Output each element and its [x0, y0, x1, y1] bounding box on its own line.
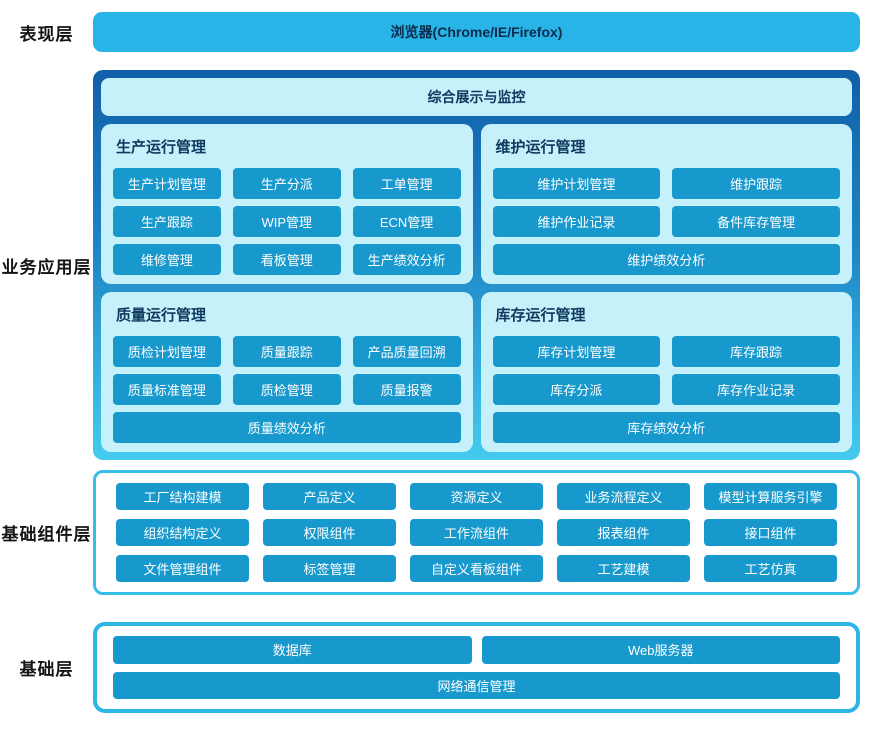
base-button: Web服务器 — [481, 636, 840, 664]
business-application-box: 综合展示与监控 生产运行管理生产计划管理生产分派工单管理生产跟踪 WIP管理 ECN… — [93, 70, 860, 460]
base-button: 数据库 — [113, 636, 472, 664]
module-button: 产品质量回溯 — [352, 336, 461, 367]
presentation-layer-content: 浏览器(Chrome/IE/Firefox) — [93, 12, 860, 52]
panel-title-inventory: 库存运行管理 — [495, 307, 586, 324]
module-button: 库存分派 — [492, 374, 661, 405]
component-box: 工厂结构建模产品定义资源定义业务流程定义模型计算服务引擎组织结构定义权限组件工作… — [93, 470, 860, 595]
module-button: 维修管理 — [113, 244, 221, 275]
layer-label-business: 业务应用层 — [1, 257, 92, 277]
panel-quality: 质量运行管理质检计划管理质量跟踪产品质量回溯质量标准管理质检管理质量报警质量绩效… — [101, 292, 473, 452]
business-panels: 生产运行管理生产计划管理生产分派工单管理生产跟踪 WIP管理 ECN管理维修管理看板… — [101, 124, 852, 452]
panel-title-maintenance: 维护运行管理 — [495, 139, 586, 156]
module-button: 生产计划管理 — [113, 168, 221, 199]
base-box: 数据库 Web服务器网络通信管理 — [93, 622, 860, 713]
layer-label-presentation: 表现层 — [19, 24, 74, 44]
base-grid: 数据库 Web服务器网络通信管理 — [113, 636, 840, 699]
module-button: 质量标准管理 — [113, 374, 221, 405]
component-button: 接口组件 — [704, 519, 837, 546]
browser-bar: 浏览器(Chrome/IE/Firefox) — [93, 12, 860, 52]
module-button: 质量跟踪 — [232, 336, 341, 367]
component-button: 工艺仿真 — [704, 555, 837, 582]
base-layer-row: 基础层 数据库 Web服务器网络通信管理 — [0, 622, 876, 713]
dashboard-monitor-header: 综合展示与监控 — [101, 78, 852, 116]
module-button: 质检管理 — [232, 374, 341, 405]
module-button: 生产绩效分析 — [352, 244, 461, 275]
module-button: 质量报警 — [352, 374, 461, 405]
component-button: 工作流组件 — [410, 519, 543, 546]
panel-button-grid-maintenance: 维护计划管理维护跟踪维护作业记录备件库存管理维护绩效分析 — [492, 168, 840, 275]
module-button: 维护跟踪 — [672, 168, 840, 199]
component-button: 产品定义 — [263, 483, 396, 510]
panel-maintenance: 维护运行管理维护计划管理维护跟踪维护作业记录备件库存管理维护绩效分析 — [480, 124, 852, 284]
base-layer-content: 数据库 Web服务器网络通信管理 — [93, 622, 860, 713]
component-button: 资源定义 — [410, 483, 543, 510]
layer-label-components: 基础组件层 — [1, 525, 92, 544]
module-button: 维护作业记录 — [492, 206, 661, 237]
panel-button-grid-inventory: 库存计划管理库存跟踪库存分派库存作业记录库存绩效分析 — [492, 336, 840, 443]
component-button: 自定义看板组件 — [410, 555, 543, 582]
panel-title-quality: 质量运行管理 — [116, 307, 207, 324]
layer-label-base: 基础层 — [19, 660, 74, 679]
component-grid: 工厂结构建模产品定义资源定义业务流程定义模型计算服务引擎组织结构定义权限组件工作… — [116, 483, 837, 582]
panel-inventory: 库存运行管理库存计划管理库存跟踪库存分派库存作业记录库存绩效分析 — [480, 292, 852, 452]
module-button: 看板管理 — [232, 244, 341, 275]
component-button: 标签管理 — [263, 555, 396, 582]
module-button: 生产跟踪 — [113, 206, 221, 237]
component-button: 组织结构定义 — [116, 519, 249, 546]
module-button: 维护绩效分析 — [492, 244, 840, 275]
base-button: 网络通信管理 — [113, 671, 840, 699]
module-button: 库存跟踪 — [672, 336, 840, 367]
panel-production: 生产运行管理生产计划管理生产分派工单管理生产跟踪 WIP管理 ECN管理维修管理看板… — [101, 124, 473, 284]
components-layer-content: 工厂结构建模产品定义资源定义业务流程定义模型计算服务引擎组织结构定义权限组件工作… — [93, 470, 860, 595]
module-button: WIP管理 — [232, 206, 341, 237]
component-button: 模型计算服务引擎 — [704, 483, 837, 510]
module-button: 库存绩效分析 — [492, 412, 840, 443]
module-button: 备件库存管理 — [672, 206, 840, 237]
module-button: 工单管理 — [352, 168, 461, 199]
component-button: 文件管理组件 — [116, 555, 249, 582]
module-button: 库存作业记录 — [672, 374, 840, 405]
presentation-layer-row: 表现层 浏览器(Chrome/IE/Firefox) — [0, 12, 876, 52]
panel-button-grid-quality: 质检计划管理质量跟踪产品质量回溯质量标准管理质检管理质量报警质量绩效分析 — [113, 336, 461, 443]
module-button: 库存计划管理 — [492, 336, 661, 367]
component-button: 业务流程定义 — [557, 483, 690, 510]
component-button: 工艺建模 — [557, 555, 690, 582]
module-button: 质检计划管理 — [113, 336, 221, 367]
module-button: 生产分派 — [232, 168, 341, 199]
panel-button-grid-production: 生产计划管理生产分派工单管理生产跟踪 WIP管理 ECN管理维修管理看板管理生产绩效… — [113, 168, 461, 275]
component-button: 工厂结构建模 — [116, 483, 249, 510]
components-layer-row: 基础组件层 工厂结构建模产品定义资源定义业务流程定义模型计算服务引擎组织结构定义… — [0, 470, 876, 595]
module-button: ECN管理 — [352, 206, 461, 237]
component-button: 报表组件 — [557, 519, 690, 546]
panel-title-production: 生产运行管理 — [116, 139, 207, 156]
component-button: 权限组件 — [263, 519, 396, 546]
module-button: 维护计划管理 — [492, 168, 661, 199]
module-button: 质量绩效分析 — [113, 412, 461, 443]
business-layer-row: 业务应用层 综合展示与监控 生产运行管理生产计划管理生产分派工单管理生产跟踪 WI… — [0, 70, 876, 460]
business-layer-content: 综合展示与监控 生产运行管理生产计划管理生产分派工单管理生产跟踪 WIP管理 ECN… — [93, 70, 860, 460]
